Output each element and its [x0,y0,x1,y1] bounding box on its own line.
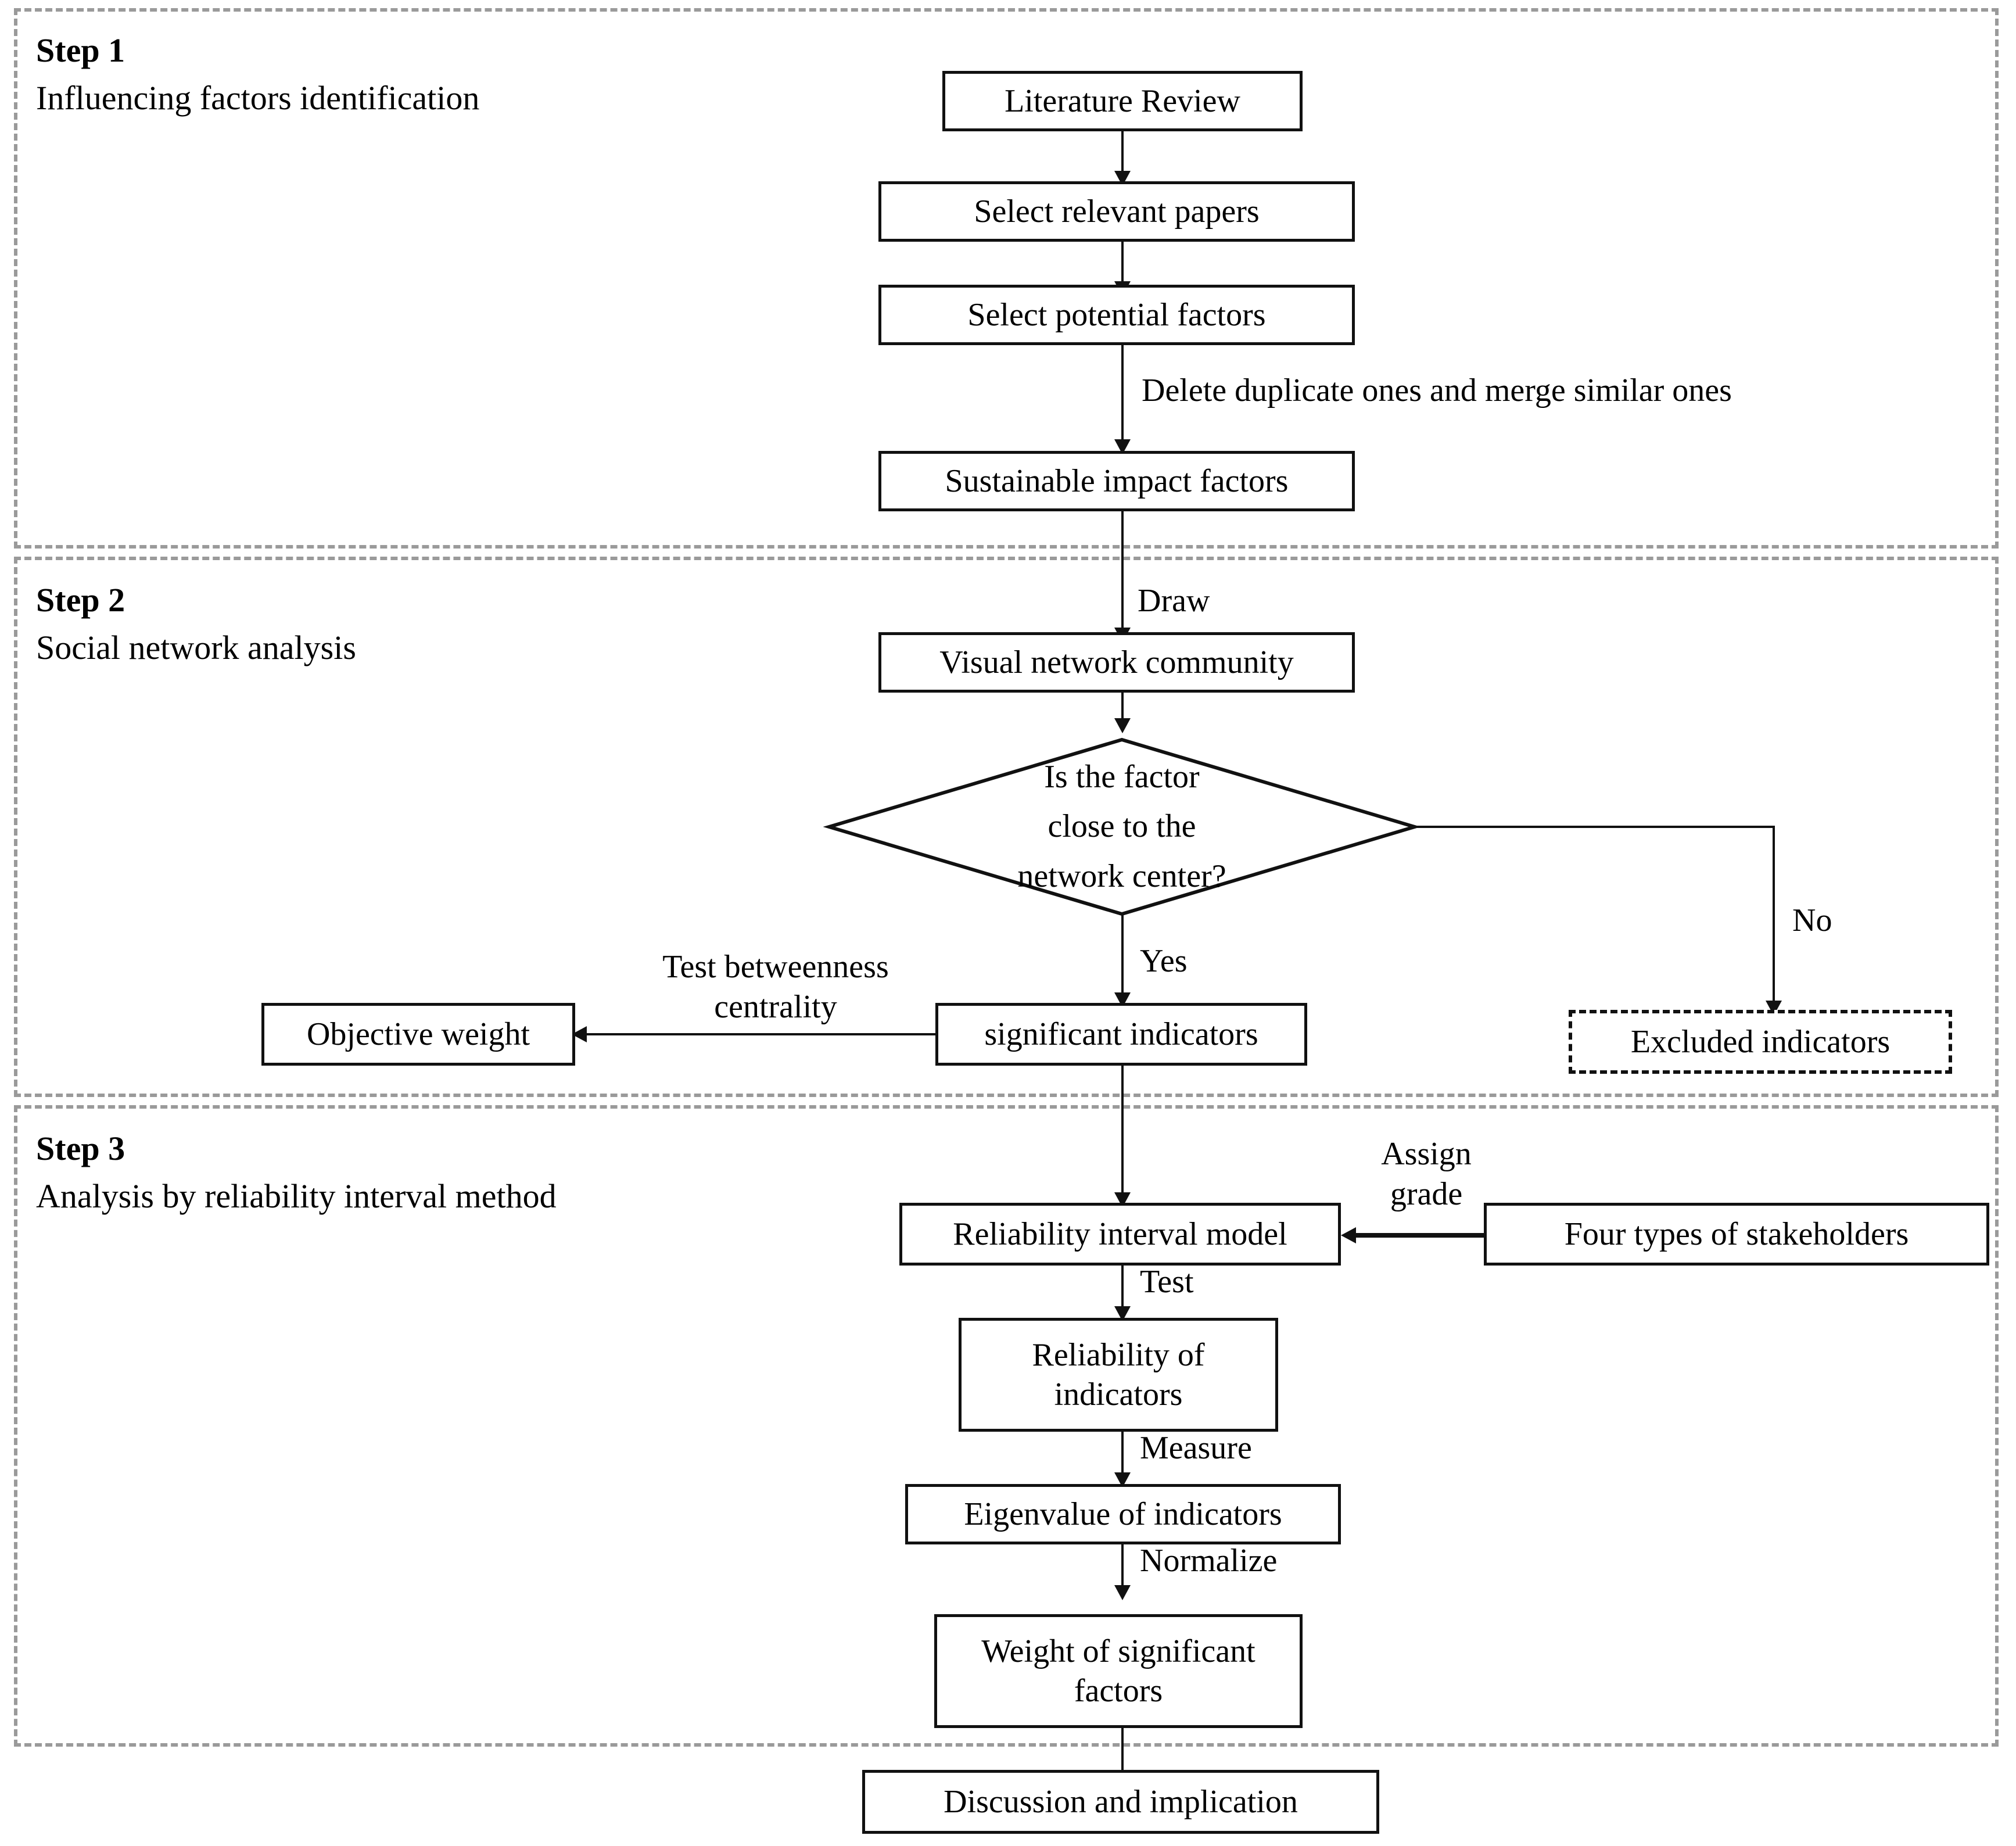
assign-grade-line-2: grade [1390,1176,1463,1213]
step-3-subtitle: Analysis by reliability interval method [36,1177,557,1215]
decision-line-3: network center? [1017,858,1226,894]
edge-label-draw: Draw [1138,583,1210,619]
node-discussion-and-implication[interactable]: Discussion and implication [862,1770,1379,1834]
step-1-subtitle: Influencing factors identification [36,79,480,117]
node-sustainable-impact-factors[interactable]: Sustainable impact factors [878,451,1355,511]
decision-line-2: close to the [1048,808,1196,845]
connector-significant-to-reliability-model [1121,1066,1124,1198]
edge-label-no: No [1792,902,1832,938]
connector-weight-to-discussion [1121,1728,1124,1799]
edge-label-normalize: Normalize [1140,1543,1278,1579]
decision-diamond-text: Is the factor close to the network cente… [827,738,1416,916]
assign-grade-line-1: Assign [1381,1136,1472,1172]
edge-label-yes: Yes [1140,943,1188,979]
connector-vnc-to-decision [1121,693,1124,727]
node-reliability-interval-model[interactable]: Reliability interval model [899,1203,1341,1266]
edge-label-test-betweenness: Test betweenness centrality [625,947,927,1028]
arrowhead-vnc-to-decision [1114,718,1131,733]
test-betweenness-line-2: centrality [714,989,837,1026]
node-literature-review[interactable]: Literature Review [942,71,1303,131]
step-1-container [14,8,1999,549]
node-objective-weight[interactable]: Objective weight [261,1003,575,1066]
node-weight-of-significant-factors[interactable]: Weight of significant factors [934,1614,1303,1728]
decision-line-1: Is the factor [1044,759,1200,795]
connector-significant-to-objective [587,1033,935,1035]
node-four-types-of-stakeholders[interactable]: Four types of stakeholders [1484,1203,1989,1266]
connector-stakeholders-to-model [1356,1233,1485,1238]
node-eigenvalue-of-indicators[interactable]: Eigenvalue of indicators [905,1484,1341,1544]
reliability-of-indicators-line-1: Reliability of [1032,1336,1205,1373]
arrowhead-stakeholders-to-model [1341,1227,1356,1243]
connector-model-to-reliability [1121,1266,1124,1313]
node-select-relevant-papers[interactable]: Select relevant papers [878,181,1355,242]
step-2-container [14,557,1999,1097]
step-2-title: Step 2 [36,581,125,619]
node-visual-network-community[interactable]: Visual network community [878,632,1355,693]
connector-lr-to-srp [1121,131,1124,177]
node-select-potential-factors[interactable]: Select potential factors [878,285,1355,345]
reliability-of-indicators-line-2: indicators [1054,1377,1183,1413]
connector-yes-branch [1121,914,1124,1000]
decision-diamond[interactable]: Is the factor close to the network cente… [823,737,1421,916]
step-2-subtitle: Social network analysis [36,629,356,666]
test-betweenness-line-1: Test betweenness [662,949,889,985]
step-1-title: Step 1 [36,31,125,69]
connector-sif-to-vnc [1121,511,1124,633]
edge-label-test: Test [1140,1264,1194,1300]
node-excluded-indicators[interactable]: Excluded indicators [1569,1010,1952,1074]
step-3-title: Step 3 [36,1130,125,1167]
weight-of-significant-factors-line-2: factors [1074,1673,1163,1709]
connector-no-branch-vertical [1773,826,1775,1010]
node-significant-indicators[interactable]: significant indicators [935,1003,1307,1066]
connector-eigenvalue-to-weight [1121,1544,1124,1592]
connector-no-branch-horizontal [1415,826,1775,828]
weight-of-significant-factors-line-1: Weight of significant [981,1633,1255,1669]
edge-label-measure: Measure [1140,1430,1252,1466]
node-reliability-of-indicators[interactable]: Reliability of indicators [959,1318,1278,1432]
arrowhead-eigenvalue-to-weight [1114,1585,1131,1600]
connector-reliability-to-eigenvalue [1121,1432,1124,1479]
edge-label-delete-duplicate: Delete duplicate ones and merge similar … [1142,372,1732,408]
edge-label-assign-grade: Assign grade [1359,1134,1493,1215]
connector-srp-to-spf [1121,242,1124,287]
step-3-container [14,1105,1999,1747]
connector-spf-to-sif [1121,345,1124,445]
